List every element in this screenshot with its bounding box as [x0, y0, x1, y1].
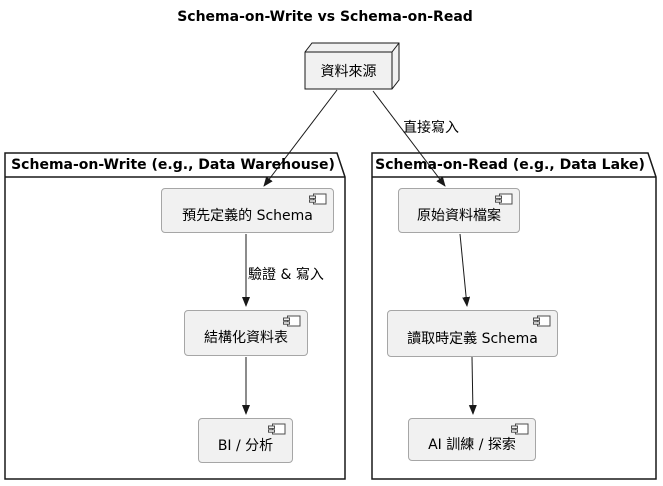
raw-data-files-component: 原始資料檔案: [398, 188, 520, 233]
diagram-edges: [242, 89, 477, 415]
component-label: 結構化資料表: [204, 330, 288, 346]
component-label: AI 訓練 / 探索: [428, 436, 516, 453]
bi-analysis-component: BI / 分析: [198, 418, 293, 463]
component-icon: [309, 193, 327, 205]
component-label: BI / 分析: [217, 437, 274, 454]
data-source-node-shape: [304, 42, 400, 90]
structured-table-component: 結構化資料表: [184, 310, 308, 356]
ai-training-exploration-component: AI 訓練 / 探索: [408, 418, 536, 461]
component-icon: [495, 193, 513, 205]
diagram-title: Schema-on-Write vs Schema-on-Read: [177, 9, 473, 25]
component-icon: [511, 423, 529, 435]
edge-raw-to-read-time-schema: [459, 233, 471, 307]
data-source-node-label: 資料來源: [320, 63, 377, 80]
component-icon: [533, 315, 551, 327]
component-label: 預先定義的 Schema: [182, 207, 313, 224]
package-read-title: Schema-on-Read (e.g., Data Lake): [375, 157, 645, 173]
edge-source-to-raw-files: [372, 90, 446, 187]
component-icon: [268, 423, 286, 435]
predefined-schema-component: 預先定義的 Schema: [161, 188, 334, 233]
edge-read-time-to-ai: [468, 356, 477, 415]
edge-label-validate-and-write: 驗證 & 寫入: [248, 267, 324, 283]
package-write-title: Schema-on-Write (e.g., Data Warehouse): [11, 157, 335, 173]
component-label: 原始資料檔案: [417, 207, 501, 224]
read-time-schema-component: 讀取時定義 Schema: [387, 310, 558, 357]
edge-label-direct-write: 直接寫入: [403, 120, 459, 136]
edge-source-to-predefined-schema: [263, 89, 338, 187]
package-write-outline: [4, 152, 346, 480]
component-icon: [283, 315, 301, 327]
component-label: 讀取時定義 Schema: [407, 330, 538, 347]
